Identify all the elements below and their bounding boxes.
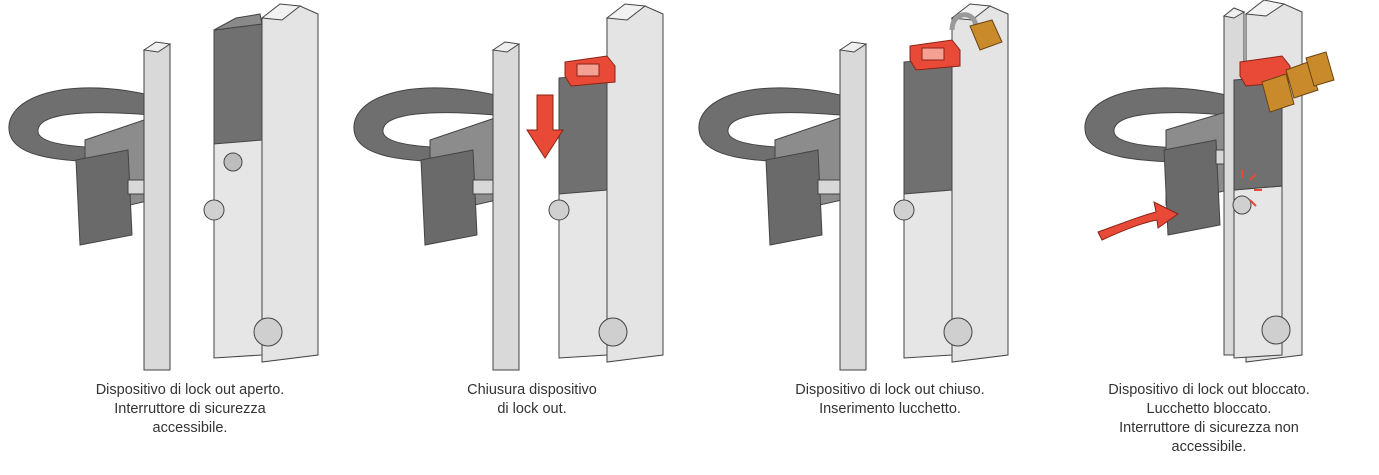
caption-line: di lock out. (497, 401, 567, 417)
actuator-plate (1163, 139, 1221, 236)
caption-line: Lucchetto bloccato. (1146, 401, 1272, 417)
caption-line: Interruttore di sicurezza non (1119, 420, 1299, 436)
caption-line: accessibile. (152, 420, 228, 436)
panel-open: Dispositivo di lock out aperto. Interrut… (0, 0, 340, 475)
caption-line: Dispositivo di lock out aperto. (95, 382, 285, 398)
switch-head (223, 152, 243, 172)
padlock-icon (969, 19, 1003, 51)
switch-button (203, 199, 225, 221)
switch-button (548, 199, 570, 221)
caption-line: Dispositivo di lock out bloccato. (1108, 382, 1310, 398)
door-post (143, 43, 171, 371)
actuator-plate (75, 149, 133, 246)
panel-locked: Dispositivo di lock out bloccato. Lucche… (1036, 0, 1379, 475)
door-post (492, 43, 520, 371)
caption-line: Chiusura dispositivo (467, 382, 597, 398)
panel-closed: Dispositivo di lock out chiuso. Inserime… (690, 0, 1030, 475)
caption-line: Dispositivo di lock out chiuso. (795, 382, 985, 398)
caption-open: Dispositivo di lock out aperto. Interrut… (90, 381, 290, 438)
actuator-plate (765, 149, 823, 246)
padlock-icon (1261, 73, 1295, 113)
actuator-plate (420, 149, 478, 246)
cable-gland (598, 317, 628, 347)
caption-locked: Dispositivo di lock out bloccato. Lucche… (1064, 381, 1354, 457)
caption-line: Interruttore di sicurezza (114, 401, 266, 417)
push-arrow-icon (1097, 201, 1179, 241)
down-arrow-icon (526, 94, 564, 159)
illustration-closing (353, 3, 664, 371)
lockout-cover (213, 23, 263, 145)
caption-closed: Dispositivo di lock out chiuso. Inserime… (760, 381, 1020, 419)
caption-closing: Chiusura dispositivo di lock out. (457, 381, 607, 419)
illustration-closed (698, 3, 1009, 371)
switch-button (893, 199, 915, 221)
cable-gland (943, 317, 973, 347)
frame-post (261, 5, 319, 363)
blocked-indicator-icon (1241, 170, 1262, 207)
illustration-open (8, 3, 319, 371)
lockout-cover (558, 73, 608, 195)
lockout-cover (903, 57, 953, 195)
cable-gland (1261, 315, 1291, 345)
illustration-locked (1084, 0, 1335, 363)
switch-button (1232, 195, 1252, 215)
padlock-icon (1305, 51, 1335, 87)
cable-gland (253, 317, 283, 347)
door-post (839, 43, 867, 371)
frame-post (606, 5, 664, 363)
caption-line: accessibile. (1171, 439, 1247, 455)
panel-closing: Chiusura dispositivo di lock out. (345, 0, 685, 475)
caption-line: Inserimento lucchetto. (819, 401, 961, 417)
